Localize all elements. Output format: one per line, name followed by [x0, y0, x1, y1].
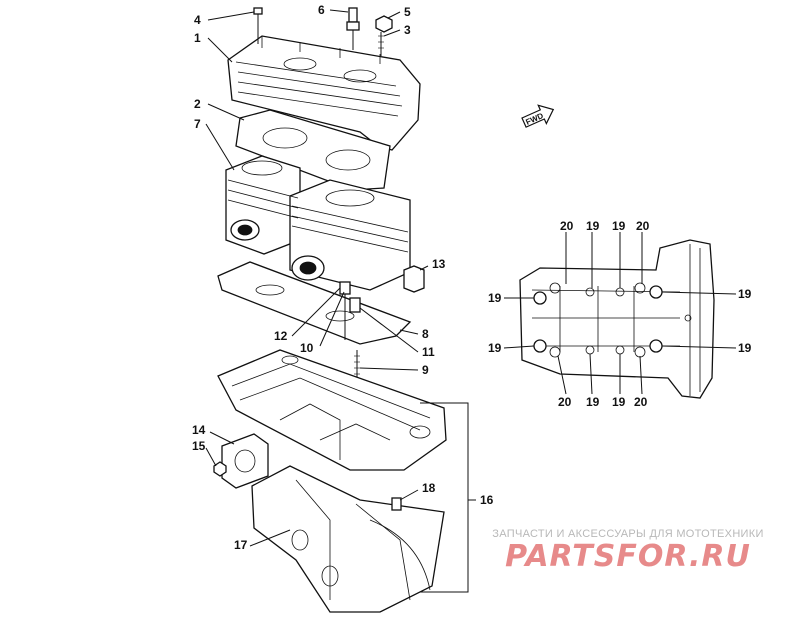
- upper-crankcase: [217, 349, 447, 471]
- callout-16: 16: [480, 493, 494, 507]
- detail-callout-bottom-4: 20: [634, 395, 648, 409]
- spark-plug: [346, 7, 360, 50]
- detail-callout-right-2: 19: [738, 341, 752, 355]
- detail-callout-top-1: 20: [560, 219, 574, 233]
- detail-callout-bottom-3: 19: [612, 395, 626, 409]
- callout-6: 6: [318, 3, 325, 17]
- callout-10: 10: [300, 341, 314, 355]
- detail-callout-bottom-1: 20: [558, 395, 572, 409]
- intake-plate: [221, 433, 269, 489]
- leader-lines: [205, 9, 476, 547]
- callout-12: 12: [274, 329, 288, 343]
- callout-17: 17: [234, 538, 248, 552]
- crankcase-assembly-bracket: [420, 402, 469, 593]
- intake-bolt: [213, 461, 227, 477]
- detail-callout-top-2: 19: [586, 219, 600, 233]
- callout-4: 4: [194, 13, 201, 27]
- base-gasket: [217, 261, 412, 345]
- detail-callout-left-1: 19: [488, 291, 502, 305]
- head-nut: [375, 15, 393, 33]
- callout-3: 3: [404, 23, 411, 37]
- forward-arrow-label: FWD: [524, 111, 545, 127]
- detail-callout-top-4: 20: [636, 219, 650, 233]
- detail-callout-left-2: 19: [488, 341, 502, 355]
- detail-callout-top-3: 19: [612, 219, 626, 233]
- detail-leader-lines: [503, 232, 737, 395]
- head-gasket: [235, 109, 391, 191]
- callout-15: 15: [192, 439, 206, 453]
- head-bolt: [253, 7, 263, 44]
- callout-11: 11: [422, 345, 435, 359]
- forward-arrow: FWD: [521, 104, 555, 128]
- callout-7: 7: [194, 117, 201, 131]
- watermark-tagline: ЗАПЧАСТИ И АКСЕССУАРЫ ДЛЯ МОТОТЕХНИКИ: [492, 528, 764, 540]
- watermark-logo: PARTSFOR.RU: [505, 539, 751, 574]
- detail-callout-right-1: 19: [738, 287, 752, 301]
- crankcase-bottom-detail: [519, 239, 715, 399]
- cylinder-head: [227, 35, 421, 151]
- callout-2: 2: [194, 97, 201, 111]
- detail-callout-bottom-2: 19: [586, 395, 600, 409]
- callout-18: 18: [422, 481, 436, 495]
- callout-5: 5: [404, 5, 411, 19]
- exhaust-nut: [403, 265, 425, 293]
- callout-8: 8: [422, 327, 429, 341]
- callout-1: 1: [194, 31, 201, 45]
- crankcase-dowel: [391, 497, 402, 511]
- cylinder-block: [225, 155, 411, 291]
- watermark: ЗАПЧАСТИ И АКСЕССУАРЫ ДЛЯ МОТОТЕХНИКИ PA…: [478, 528, 778, 574]
- lower-crankcase: [251, 465, 445, 613]
- callout-14: 14: [192, 423, 206, 437]
- callout-9: 9: [422, 363, 429, 377]
- callout-13: 13: [432, 257, 446, 271]
- head-stud: [378, 32, 384, 56]
